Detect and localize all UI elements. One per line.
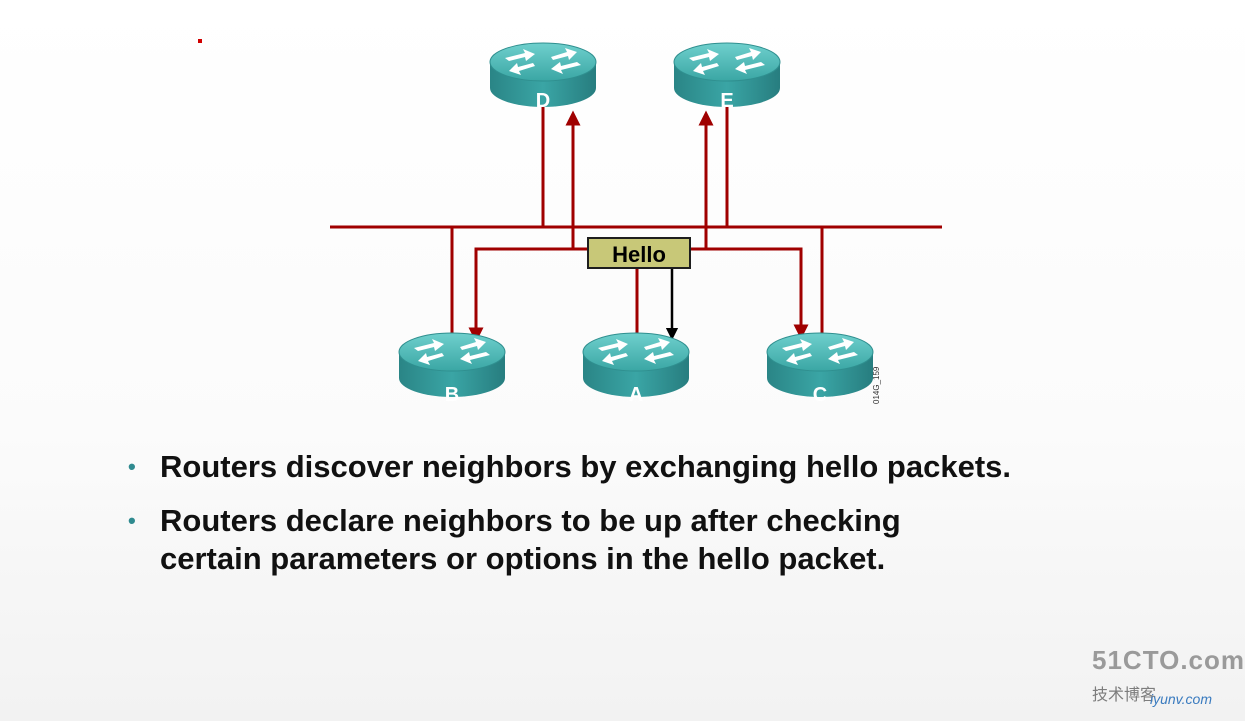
bullet-dot-icon: •	[128, 508, 136, 533]
figure-code: 014G_159	[872, 366, 881, 404]
bullet-dot-icon: •	[128, 454, 136, 479]
network-diagram: Hello D E B A C 014G_159	[330, 42, 942, 406]
router-b-label: B	[445, 384, 459, 406]
bullet-item: • Routers discover neighbors by exchangi…	[128, 448, 1128, 486]
marker-dot	[198, 39, 202, 43]
watermark-sub2: iyunv.com	[1150, 691, 1212, 707]
watermark-logo: 51CTO.com 技术博客 iyunv.com	[1092, 645, 1244, 715]
watermark-sub: 技术博客	[1092, 687, 1157, 704]
bullet-list: • Routers discover neighbors by exchangi…	[128, 448, 1128, 594]
bullet-text: Routers discover neighbors by exchanging…	[160, 449, 1012, 484]
bullet-text-line-2: certain parameters or options in the hel…	[160, 541, 886, 576]
router-a: A	[582, 332, 690, 406]
router-e-label: E	[720, 90, 733, 112]
router-b: B	[398, 332, 506, 406]
router-a-label: A	[629, 384, 643, 406]
hello-label: Hello	[612, 242, 666, 267]
bullet-item: • Routers declare neighbors to be up aft…	[128, 502, 1128, 578]
hello-packet-box	[587, 237, 691, 269]
router-c-label: C	[813, 384, 827, 406]
bullet-text-line-1: Routers declare neighbors to be up after…	[160, 503, 901, 538]
router-e: E	[673, 42, 781, 112]
router-d-label: D	[536, 90, 550, 112]
router-c: C	[766, 332, 874, 406]
router-d: D	[489, 42, 597, 112]
watermark-main: 51CTO.com	[1092, 645, 1245, 675]
